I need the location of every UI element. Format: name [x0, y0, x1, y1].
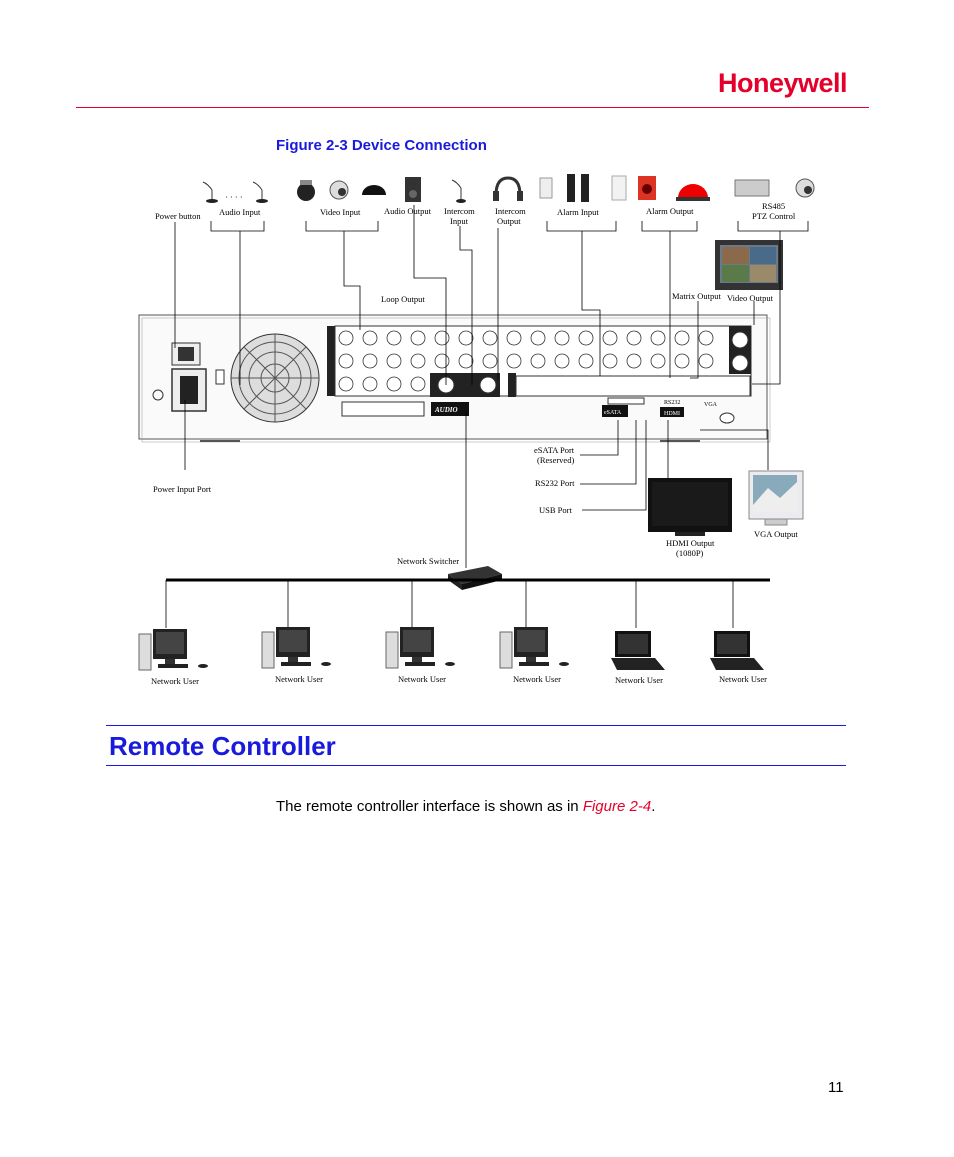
body-paragraph: The remote controller interface is shown…: [276, 798, 655, 815]
section-rule-bottom: [106, 765, 846, 766]
label-intercom-output-2: Output: [497, 216, 521, 226]
label-brackets: [210, 221, 809, 232]
panel-rs232-label: RS232: [664, 400, 680, 406]
label-network-user: Network User: [275, 674, 323, 684]
dvr-rear-panel: AUDIO eSATA RS232 HDMI VGA: [138, 314, 771, 443]
connection-lines: [174, 205, 781, 568]
headphone-icon: [493, 176, 523, 201]
section-title: Remote Controller: [109, 731, 336, 761]
label-power-button: Power button: [155, 211, 201, 221]
label-loop-output: Loop Output: [381, 294, 425, 304]
label-network-user: Network User: [398, 674, 446, 684]
label-matrix-output: Matrix Output: [672, 291, 722, 301]
label-network-user: Network User: [513, 674, 561, 684]
desktop-pc-icon: [261, 627, 331, 669]
network-switch-icon: [448, 566, 502, 590]
label-alarm-input: Alarm Input: [557, 207, 599, 217]
laptop-icon: [611, 631, 665, 670]
label-esata-port: eSATA Port: [534, 445, 575, 455]
panel-hdmi-label: HDMI: [664, 411, 680, 417]
label-hdmi-1080p: (1080P): [676, 548, 704, 558]
microphone-icons: · · · ·: [202, 181, 268, 203]
video-output-monitor: [715, 240, 783, 290]
label-rs232-port: RS232 Port: [535, 478, 575, 488]
figure-2-4-link[interactable]: Figure 2-4: [582, 798, 652, 815]
label-hdmi-output: HDMI Output: [666, 538, 715, 548]
page-number: 11: [828, 1079, 844, 1096]
body-text-prefix: The remote controller interface is shown…: [276, 798, 583, 815]
network-drop-lines: [165, 580, 734, 628]
label-usb-port: USB Port: [539, 505, 572, 515]
label-network-user: Network User: [719, 674, 767, 684]
ptz-icons: [734, 178, 815, 198]
label-audio-output: Audio Output: [384, 206, 432, 216]
body-text-suffix: .: [651, 798, 656, 815]
desktop-pc-icon: [138, 629, 208, 671]
figure-caption: Figure 2-3 Device Connection: [276, 137, 487, 154]
desktop-pc-icon: [499, 627, 569, 669]
panel-audio-label: AUDIO: [434, 406, 458, 414]
desktop-pc-icon: [385, 627, 455, 669]
panel-vga-label: VGA: [704, 402, 718, 408]
label-intercom-input-2: Input: [450, 216, 469, 226]
vga-monitor: [748, 470, 804, 526]
alarm-sensor-icons: [539, 174, 627, 202]
intercom-mic-icon: [451, 179, 466, 203]
label-alarm-output: Alarm Output: [646, 206, 694, 216]
laptop-icon: [710, 631, 764, 670]
label-intercom-output-1: Intercom: [495, 206, 526, 216]
camera-icons: [297, 180, 386, 201]
label-video-output: Video Output: [727, 293, 774, 303]
section-rule-top: [106, 725, 846, 726]
label-network-user: Network User: [151, 676, 199, 686]
label-network-user: Network User: [615, 675, 663, 685]
label-network-switcher: Network Switcher: [397, 556, 459, 566]
hdmi-tv: [648, 478, 732, 536]
label-rs485: RS485: [762, 201, 785, 211]
svg-text:· · · ·: · · · ·: [225, 192, 243, 202]
header-rule: [76, 107, 869, 108]
device-connection-diagram: · · · · Power button Audio: [138, 174, 815, 686]
label-ptz-control: PTZ Control: [752, 211, 796, 221]
label-intercom-input-1: Intercom: [444, 206, 475, 216]
speaker-icon: [405, 177, 421, 202]
label-vga-output: VGA Output: [754, 529, 798, 539]
label-esata-reserved: (Reserved): [537, 455, 574, 465]
label-video-input: Video Input: [320, 207, 361, 217]
honeywell-logo: Honeywell: [718, 68, 848, 98]
alarm-output-icons: [638, 176, 710, 201]
label-audio-input: Audio Input: [219, 207, 261, 217]
panel-esata-label: eSATA: [604, 410, 622, 416]
label-power-input-port: Power Input Port: [153, 484, 212, 494]
